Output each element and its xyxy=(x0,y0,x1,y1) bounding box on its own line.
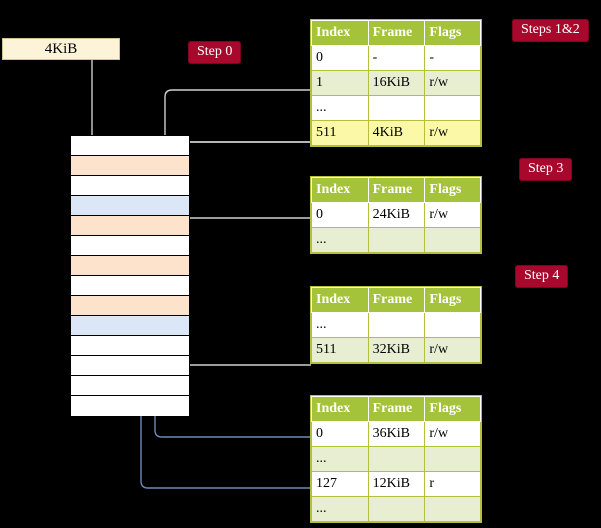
cell-index: ... xyxy=(311,446,369,472)
cell-flags xyxy=(424,496,481,522)
cell-frame xyxy=(367,95,426,121)
cell-frame: 4KiB xyxy=(367,120,426,146)
column-header-flags: Flags xyxy=(424,177,481,203)
cell-index: ... xyxy=(311,227,369,253)
memory-frame-row xyxy=(71,296,189,316)
cell-frame: 12KiB xyxy=(367,471,426,497)
cell-flags: r/w xyxy=(424,421,481,447)
table-row: ... xyxy=(311,227,481,253)
cell-flags xyxy=(424,312,481,338)
cell-frame xyxy=(367,312,426,338)
badge-step-0: Step 0 xyxy=(188,41,242,64)
column-header-index: Index xyxy=(311,287,369,313)
badge-step-3: Step 3 xyxy=(519,158,573,181)
memory-frame-row xyxy=(71,316,189,336)
cell-index: 127 xyxy=(311,471,369,497)
memory-frame-row xyxy=(71,236,189,256)
table-row: 0-- xyxy=(311,45,481,71)
memory-frame-row xyxy=(71,356,189,376)
cell-flags xyxy=(424,446,481,472)
table-row: ... xyxy=(311,496,481,522)
cell-frame: 36KiB xyxy=(367,421,426,447)
cell-flags xyxy=(424,95,481,121)
memory-frame-row xyxy=(71,156,189,176)
memory-frame-row xyxy=(71,216,189,236)
memory-frame-row xyxy=(71,376,189,396)
cell-index: 511 xyxy=(311,120,369,146)
cell-index: 0 xyxy=(311,45,369,71)
column-header-index: Index xyxy=(311,396,369,422)
cell-index: ... xyxy=(311,312,369,338)
badge-steps-1-2: Steps 1&2 xyxy=(512,19,589,42)
column-header-index: Index xyxy=(311,20,369,46)
column-header-flags: Flags xyxy=(424,396,481,422)
cell-index: 0 xyxy=(311,202,369,228)
wire-step12-arrow xyxy=(171,141,311,155)
memory-frame-row xyxy=(71,336,189,356)
physical-memory-column xyxy=(70,135,190,416)
memory-frame-row xyxy=(71,196,189,216)
cell-frame: 16KiB xyxy=(367,70,426,96)
column-header-frame: Frame xyxy=(367,20,426,46)
memory-frame-row xyxy=(71,276,189,296)
cell-frame: - xyxy=(367,45,426,71)
cell-frame: 24KiB xyxy=(367,202,426,228)
column-header-index: Index xyxy=(311,177,369,203)
cell-index: ... xyxy=(311,496,369,522)
memory-frame-row xyxy=(71,136,189,156)
cell-flags: - xyxy=(424,45,481,71)
source-page-box: 4KiB xyxy=(2,38,120,60)
cell-frame xyxy=(367,496,426,522)
cell-frame xyxy=(367,446,426,472)
cell-flags xyxy=(424,227,481,253)
memory-frame-row xyxy=(71,256,189,276)
badge-step-4: Step 4 xyxy=(515,265,569,288)
cell-flags: r/w xyxy=(424,70,481,96)
memory-frame-row xyxy=(71,176,189,196)
table-row: ... xyxy=(311,446,481,472)
cell-flags: r xyxy=(424,471,481,497)
memory-frame-row xyxy=(71,396,189,416)
wire-step12-b xyxy=(172,141,311,150)
cell-flags: r/w xyxy=(424,120,481,146)
column-header-flags: Flags xyxy=(424,20,481,46)
cell-flags: r/w xyxy=(424,202,481,228)
column-header-flags: Flags xyxy=(424,287,481,313)
column-header-frame: Frame xyxy=(367,396,426,422)
cell-index: 0 xyxy=(311,421,369,447)
cell-index: 1 xyxy=(311,70,369,96)
cell-index: 511 xyxy=(311,337,369,363)
column-header-frame: Frame xyxy=(367,177,426,203)
table-row: ... xyxy=(311,95,481,121)
cell-frame: 32KiB xyxy=(367,337,426,363)
table-row: ... xyxy=(311,312,481,338)
cell-frame xyxy=(367,227,426,253)
column-header-frame: Frame xyxy=(367,287,426,313)
wire-step3 xyxy=(171,217,311,262)
cell-flags: r/w xyxy=(424,337,481,363)
cell-index: ... xyxy=(311,95,369,121)
